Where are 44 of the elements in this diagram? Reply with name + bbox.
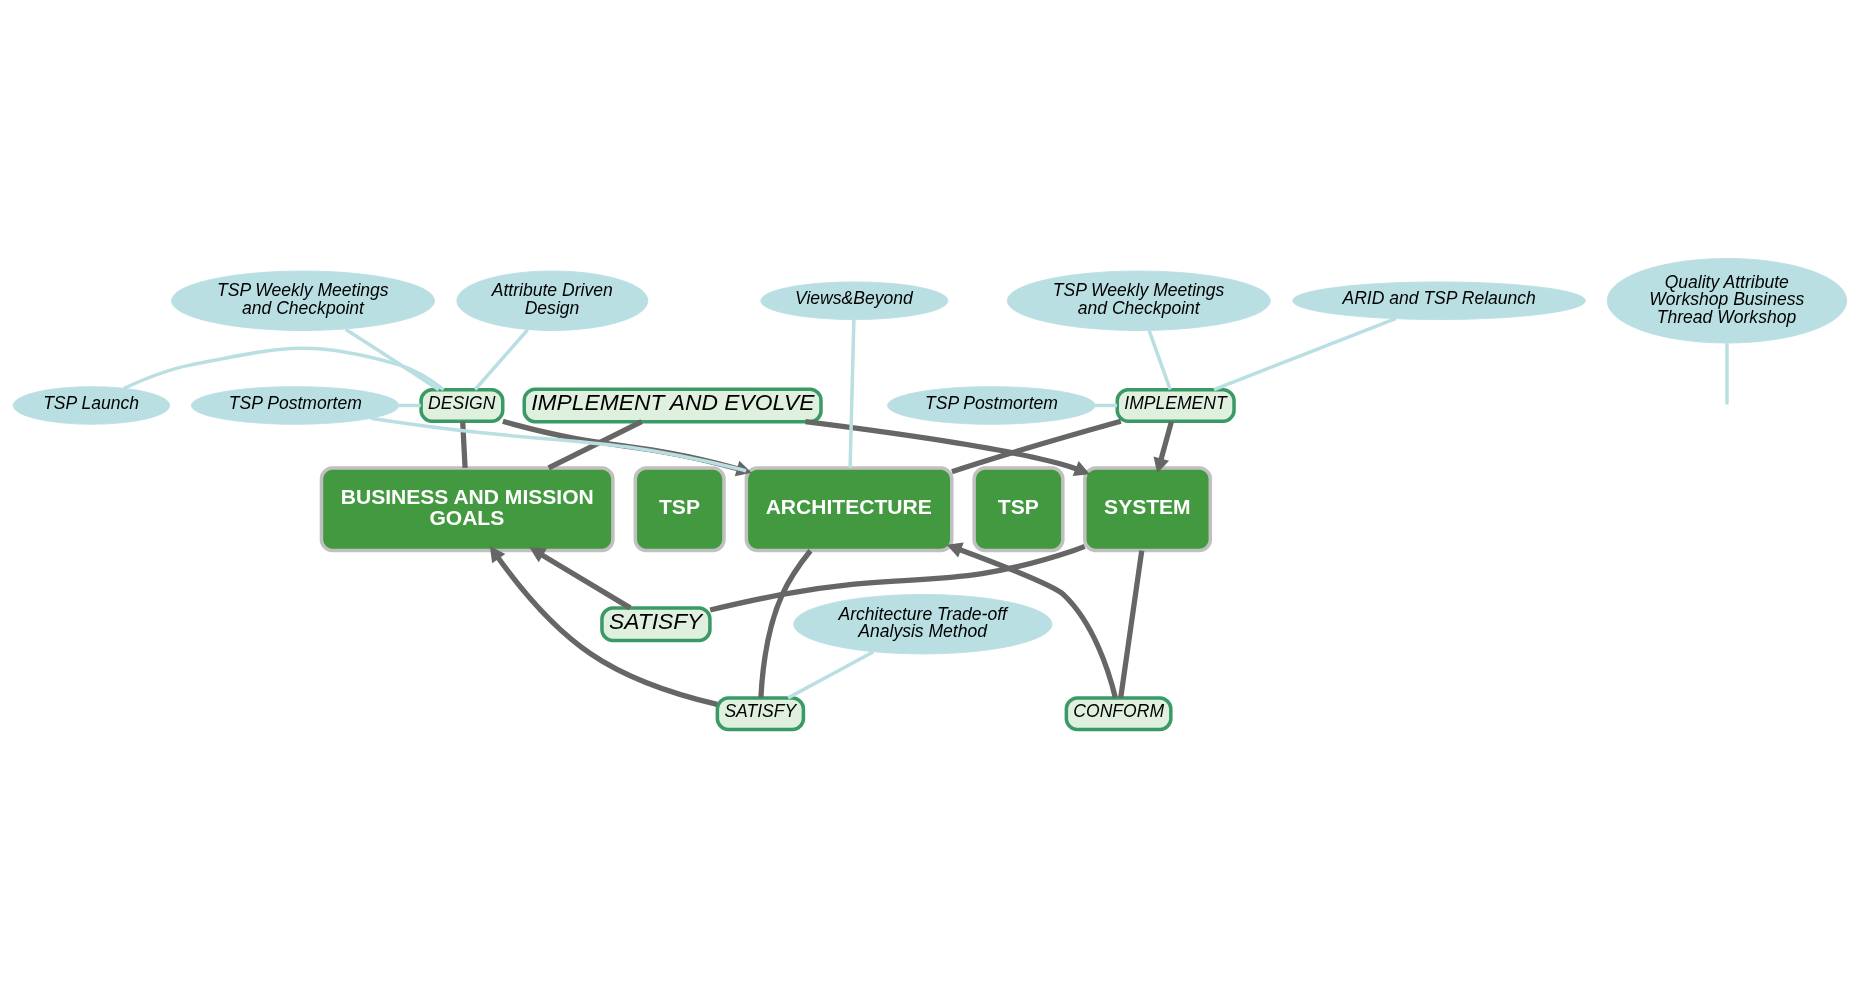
node-ellipse: Attribute Driven Design <box>456 270 649 331</box>
node-ellipse: TSP Launch <box>12 385 171 425</box>
node-ellipse: ARID and TSP Relaunch <box>1292 281 1586 320</box>
connector <box>709 543 1086 612</box>
connector <box>1725 342 1729 404</box>
connector <box>547 418 643 470</box>
node-ellipse: Quality Attribute Workshop Business Thread Workshop <box>1606 257 1848 343</box>
connector <box>123 346 445 391</box>
node-box: TSP <box>633 465 726 552</box>
node-ellipse: Architecture Trade-off Analysis Method <box>793 593 1053 654</box>
node-box: SATISFY <box>600 605 712 642</box>
node-box: ARCHITECTURE <box>744 465 954 552</box>
arrow <box>805 418 1090 476</box>
connector <box>1213 316 1397 391</box>
node-box: TSP <box>972 465 1065 552</box>
arrow <box>489 545 718 707</box>
node-ellipse: TSP Postmortem <box>887 385 1096 425</box>
arrow <box>529 547 632 610</box>
connector <box>344 327 440 391</box>
connector <box>473 328 529 391</box>
arrow <box>946 542 1118 698</box>
node-ellipse: TSP Weekly Meetings and Checkpoint <box>1006 270 1271 331</box>
connector <box>399 403 421 407</box>
connector <box>951 418 1122 474</box>
node-box: IMPLEMENT AND EVOLVE <box>522 386 823 423</box>
connector <box>370 416 747 473</box>
connector <box>848 319 856 468</box>
node-box: SYSTEM <box>1083 465 1213 552</box>
connector <box>1118 549 1145 698</box>
arrow <box>1153 420 1175 473</box>
node-ellipse: TSP Weekly Meetings and Checkpoint <box>171 270 435 331</box>
node-ellipse: Views&Beyond <box>760 281 949 320</box>
node-box: DESIGN <box>419 387 505 423</box>
node-box: SATISFY <box>715 695 806 731</box>
node-box: CONFORM <box>1064 695 1173 731</box>
connector <box>787 649 875 699</box>
node-box: IMPLEMENT <box>1115 387 1236 423</box>
connector <box>758 548 813 698</box>
connector <box>1147 329 1172 390</box>
node-box: BUSINESS AND MISSION GOALS <box>319 465 615 552</box>
connector <box>460 420 468 468</box>
node-ellipse: TSP Postmortem <box>190 385 400 425</box>
connector <box>1095 403 1118 407</box>
arrow <box>502 418 752 476</box>
